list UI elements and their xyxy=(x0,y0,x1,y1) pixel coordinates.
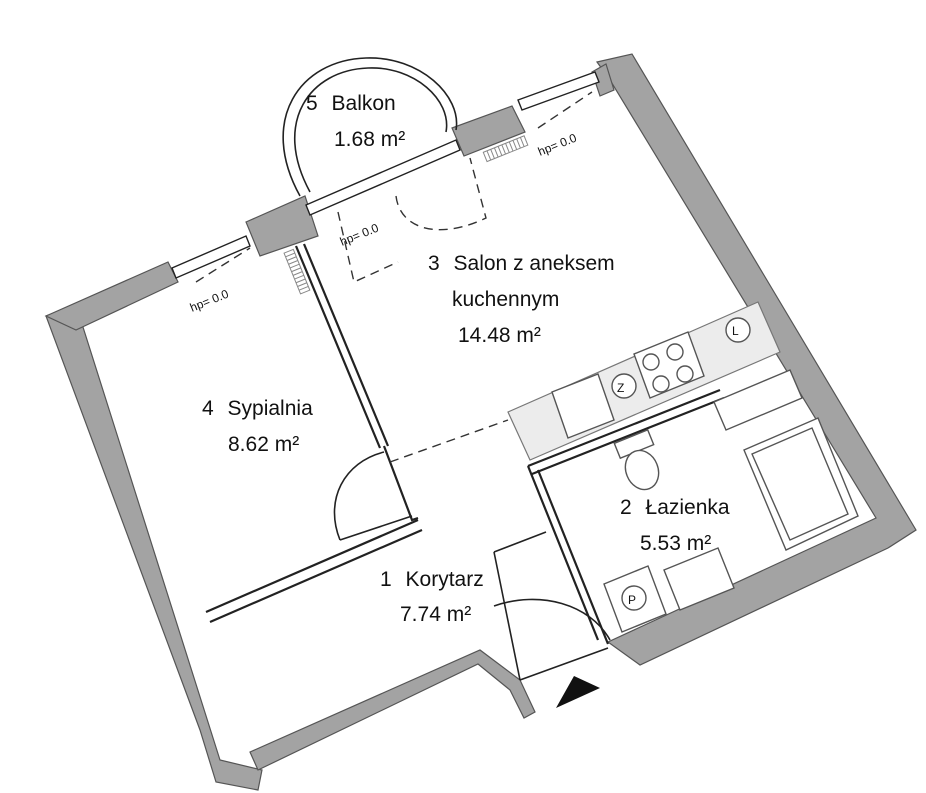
room-1-number: 1 xyxy=(380,568,392,591)
room-5-area: 1.68 m² xyxy=(334,128,405,151)
toilet-icon xyxy=(613,428,660,491)
windows xyxy=(171,71,600,279)
balcony xyxy=(282,57,458,197)
room-2-number: 2 xyxy=(620,496,632,519)
room-1-area: 7.74 m² xyxy=(400,603,471,626)
partitions xyxy=(205,243,725,645)
radiators xyxy=(283,135,529,295)
doors xyxy=(195,91,611,681)
hp-label-salon: hp= 0.0 xyxy=(536,131,579,159)
room-4-area: 8.62 m² xyxy=(228,433,299,456)
room-4-number: 4 xyxy=(202,397,214,420)
room-3-name-line2: kuchennym xyxy=(452,288,559,311)
room-3-name: Salon z aneksem xyxy=(454,252,615,275)
room-3-area: 14.48 m² xyxy=(458,324,541,347)
svg-text:P: P xyxy=(628,593,636,607)
sink-icon: Z xyxy=(611,373,637,399)
bathroom-fixtures: P xyxy=(603,369,859,633)
svg-text:5 Balkon: 5 Balkon xyxy=(306,92,396,115)
washing-machine-icon: P xyxy=(603,565,667,633)
entrance-arrow-icon xyxy=(556,676,600,708)
door-bedroom xyxy=(333,451,385,541)
room-3-number: 3 xyxy=(428,252,440,275)
window-salon xyxy=(517,71,600,111)
window-balcony-door xyxy=(305,139,461,216)
room-2-area: 5.53 m² xyxy=(640,532,711,555)
hp-label-bedroom: hp= 0.0 xyxy=(188,287,231,315)
svg-text:Z: Z xyxy=(617,381,624,395)
window-bedroom xyxy=(171,235,251,279)
outer-walls xyxy=(44,53,917,791)
fridge-icon xyxy=(551,373,615,439)
room-labels: 5 Balkon 1.68 m² 3 Salon z aneksem kuche… xyxy=(202,92,730,626)
svg-text:L: L xyxy=(732,324,739,338)
room-1-name: Korytarz xyxy=(406,568,484,591)
room-2-name: Łazienka xyxy=(646,496,730,519)
washing-kitchen-icon: L xyxy=(725,317,751,343)
svg-text:2 Łazienka: 2 Łazienka xyxy=(620,496,730,519)
door-bathroom xyxy=(493,531,547,553)
cooktop-icon xyxy=(633,331,705,399)
svg-text:1 Korytarz: 1 Korytarz xyxy=(380,568,484,591)
kitchen-counter: Z L xyxy=(507,301,781,461)
svg-text:4 Sypialnia: 4 Sypialnia xyxy=(202,397,313,420)
room-5-number: 5 xyxy=(306,92,318,115)
room-4-name: Sypialnia xyxy=(228,397,314,420)
room-5-name: Balkon xyxy=(332,92,396,115)
svg-text:3 Salon z aneksem: 3 Salon z aneksem xyxy=(428,252,615,275)
hp-label-balcony: hp= 0.0 xyxy=(338,221,381,249)
washbasin-icon xyxy=(663,547,735,611)
